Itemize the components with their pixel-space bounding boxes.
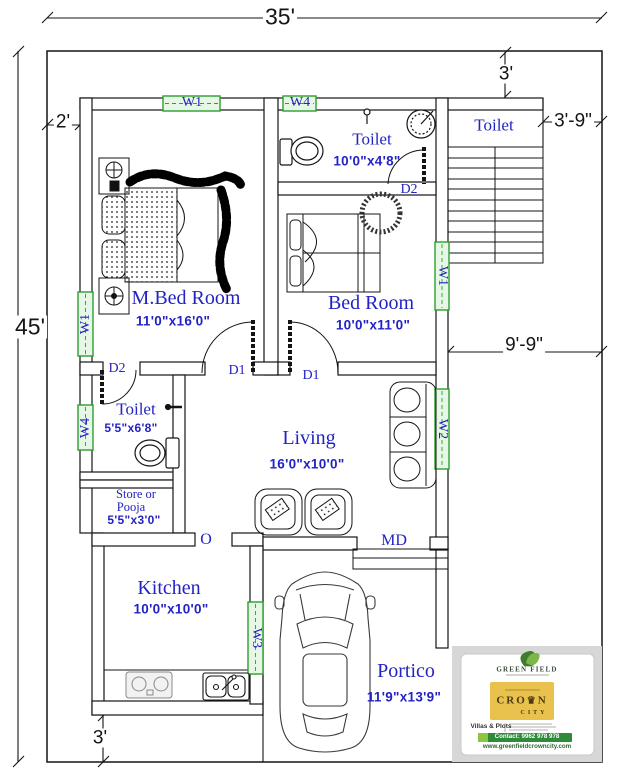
logo-website: www.greenfieldcrowncity.com — [482, 742, 572, 750]
door-label-d2-toilet-common: D2 — [108, 361, 126, 376]
window-label-w4-left: W4 — [78, 417, 93, 439]
dim-setback-right-lower: 9'-9" — [503, 334, 545, 356]
room-label-bedroom: Bed Room — [327, 292, 415, 314]
door-label-d1-bedroom: D1 — [302, 368, 320, 383]
room-label-portico: Portico — [377, 660, 435, 682]
logo-contact: Contact: 9962 978 978 — [494, 732, 560, 740]
bed-icon — [286, 191, 403, 293]
windows — [77, 95, 450, 675]
toilet-fixtures — [134, 108, 436, 469]
logo-project-name: CRO♛N — [496, 694, 548, 707]
window-label-w3-kitchen: W3 — [249, 627, 264, 649]
room-size-portico: 11'9"x13'9" — [366, 689, 442, 705]
opening-label-o: O — [200, 531, 212, 548]
master-bed-icon — [98, 157, 246, 315]
room-size-kitchen: 10'0"x10'0" — [133, 601, 209, 617]
dim-width-top: 35' — [263, 3, 297, 30]
room-size-master-bedroom: 11'0"x16'0" — [135, 313, 211, 329]
logo-project-part1: CRO — [496, 694, 527, 707]
room-label-store-line2: Pooja — [116, 499, 146, 514]
stove-icon — [125, 671, 173, 699]
plot-boundary — [46, 50, 603, 763]
room-label-toilet-attached: Toilet — [352, 129, 392, 149]
staircase-icon — [447, 146, 544, 264]
room-size-store: 5'5"x3'0" — [107, 513, 161, 527]
room-size-bedroom: 10'0"x11'0" — [335, 317, 411, 333]
window-label-w1-right: W1 — [435, 265, 450, 287]
door-label-md-main: MD — [381, 532, 407, 549]
logo-offerings: Villas & Plots — [470, 722, 512, 730]
room-label-living: Living — [282, 427, 336, 449]
window-label-w1-top: W1 — [181, 95, 203, 110]
room-label-toilet-common: Toilet — [116, 399, 156, 419]
door-label-d1-master: D1 — [228, 363, 246, 378]
brand-logo-graphics — [452, 646, 602, 762]
window-label-w1-left: W1 — [78, 313, 93, 335]
sofa-icon — [389, 381, 437, 489]
room-label-store-line1: Store or — [116, 486, 156, 501]
room-size-toilet-attached: 10'0"x4'8" — [333, 153, 401, 169]
crown-icon: ♛ — [526, 695, 538, 707]
dim-height-left: 45' — [13, 313, 47, 340]
dim-setback-top-right: 3' — [496, 63, 516, 85]
window-label-w2-right: W2 — [435, 418, 450, 440]
room-size-toilet-common: 5'5"x6'8" — [104, 421, 158, 435]
room-label-master-bedroom: M.Bed Room — [131, 287, 241, 309]
room-label-kitchen: Kitchen — [137, 577, 201, 599]
room-label-toilet-outer: Toilet — [474, 115, 514, 135]
logo-company-name: GREEN FIELD — [496, 665, 558, 674]
dim-setback-bottom: 3' — [90, 727, 110, 749]
car-icon — [274, 571, 376, 753]
kitchen-fixtures — [125, 671, 250, 701]
window-label-w4-top: W4 — [289, 95, 311, 110]
logo-project-sub: CITY — [520, 710, 548, 716]
room-size-living: 16'0"x10'0" — [269, 456, 345, 472]
logo-project-part2: N — [537, 694, 548, 707]
armchair-icons — [254, 488, 353, 536]
dim-setback-left: 2' — [53, 111, 73, 133]
sink-icon — [202, 672, 250, 701]
entry-steps-icon — [352, 548, 449, 570]
door-label-d2-toilet-attached: D2 — [400, 182, 418, 197]
dim-setback-right-upper: 3'-9" — [552, 110, 594, 132]
doors — [100, 147, 426, 405]
